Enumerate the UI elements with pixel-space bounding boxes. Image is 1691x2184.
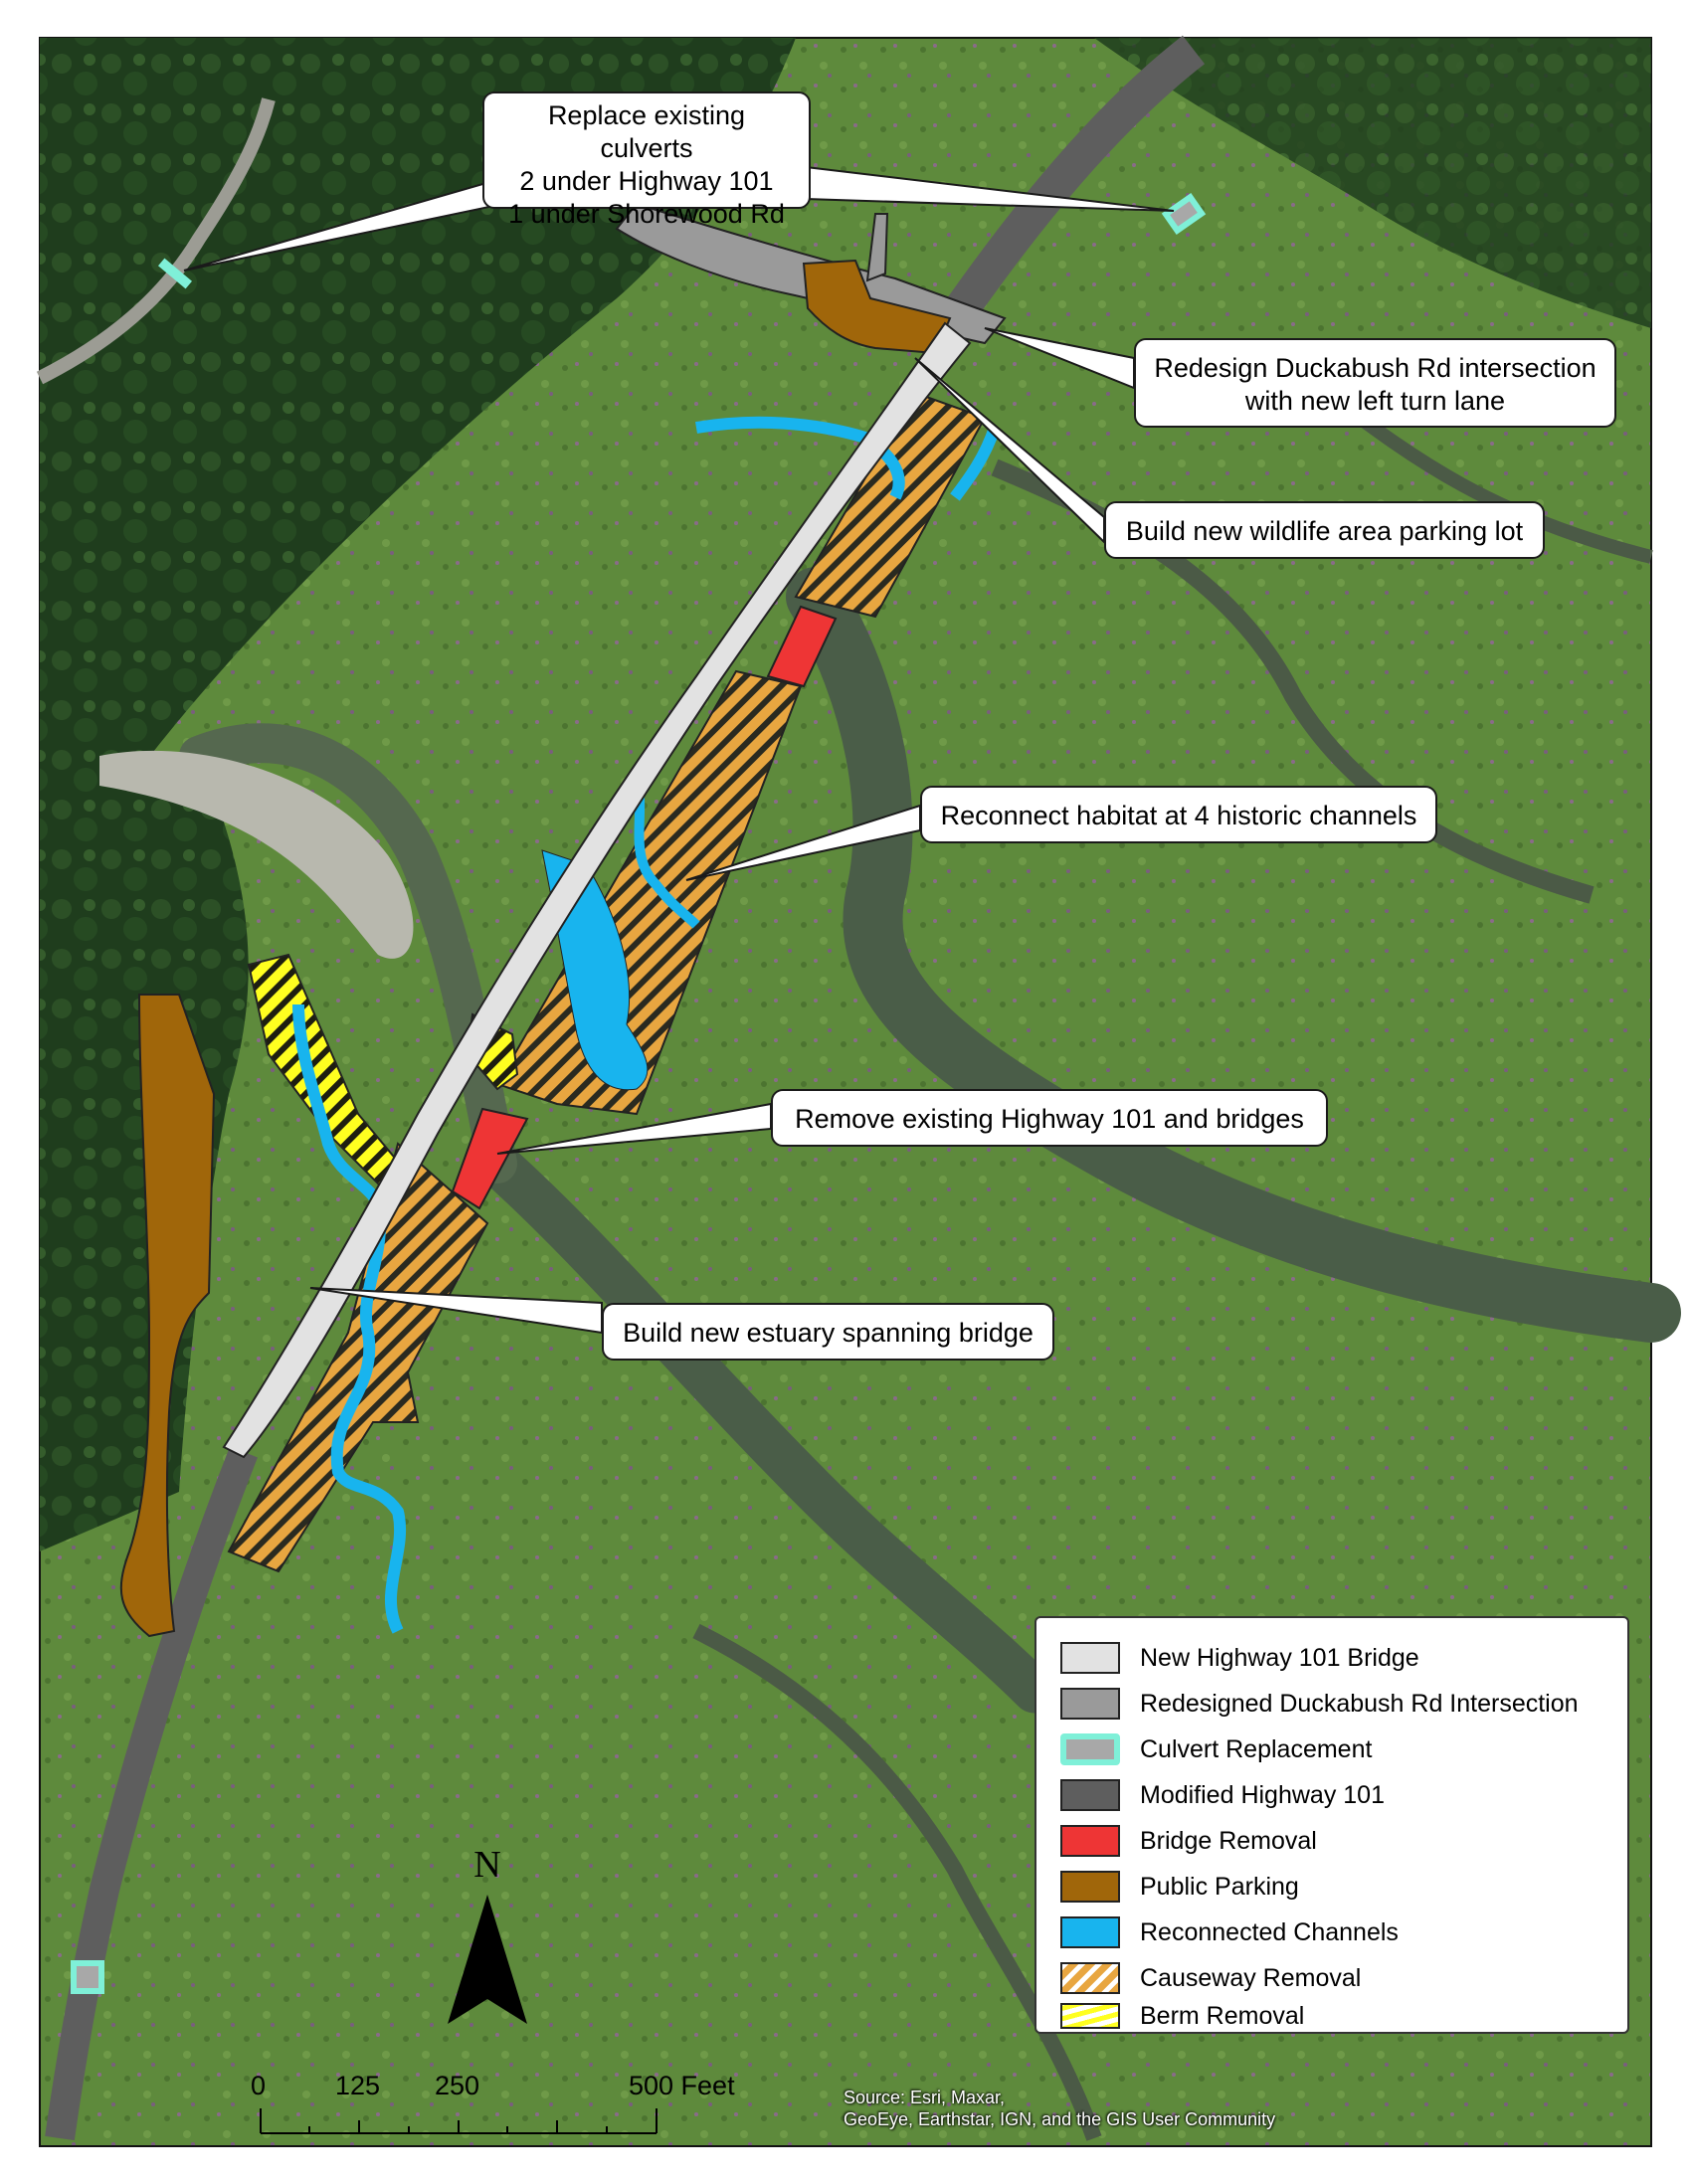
- tidal-channel-south: [692, 1623, 1102, 2141]
- parking-lot-north: [802, 259, 952, 355]
- modified-highway-101-north: [940, 35, 1206, 329]
- legend-label-bridge-removal: Bridge Removal: [1140, 1826, 1317, 1855]
- source-line-2: GeoEye, Earthstar, IGN, and the GIS User…: [844, 2109, 1276, 2129]
- reconnected-channel-south: [292, 1003, 407, 1634]
- scale-label-0: 0: [251, 2071, 267, 2100]
- legend-item-culvert: Culvert Replacement: [1060, 1729, 1372, 1769]
- forest-area-north: [40, 38, 796, 816]
- legend-label-causeway-removal: Causeway Removal: [1140, 1963, 1362, 1992]
- source-attribution: Source: Esri, Maxar, GeoEye, Earthstar, …: [844, 2087, 1401, 2130]
- legend-label-public-parking: Public Parking: [1140, 1872, 1299, 1901]
- legend-item-modified-highway: Modified Highway 101: [1060, 1775, 1385, 1815]
- legend-swatch-bridge-removal: [1060, 1825, 1120, 1857]
- scale-label-125: 125: [335, 2071, 381, 2100]
- legend-swatch-berm-removal: [1060, 2003, 1120, 2029]
- legend-label-modified-highway: Modified Highway 101: [1140, 1780, 1385, 1809]
- legend-item-intersection: Redesigned Duckabush Rd Intersection: [1060, 1684, 1579, 1724]
- callout-culverts-line-2: 2 under Highway 101: [519, 166, 774, 196]
- legend-label-intersection: Redesigned Duckabush Rd Intersection: [1140, 1689, 1579, 1718]
- reconnected-channel-middle: [632, 774, 700, 929]
- legend-item-causeway-removal: Causeway Removal: [1060, 1958, 1361, 1998]
- north-arrow-label: N: [473, 1844, 500, 1886]
- new-highway-101-bridge: [222, 321, 972, 1459]
- bridge-removal-north: [766, 605, 838, 688]
- river-west-branch: [474, 1141, 1057, 1714]
- callout-habitat: Reconnect habitat at 4 historic channels: [920, 786, 1437, 843]
- legend-item-reconnected-channels: Reconnected Channels: [1060, 1912, 1399, 1952]
- shorewood-road: [36, 97, 276, 385]
- callout-new-bridge: Build new estuary spanning bridge: [602, 1303, 1054, 1361]
- source-line-1: Source: Esri, Maxar,: [844, 2088, 1006, 2107]
- callout-culverts-line-1: Replace existing culverts: [547, 100, 746, 163]
- north-arrow-icon: N: [448, 1844, 527, 2024]
- map-legend: New Highway 101 Bridge Redesigned Duckab…: [1034, 1616, 1629, 2034]
- river-main-channel: [786, 567, 1681, 1343]
- legend-label-culvert: Culvert Replacement: [1140, 1734, 1373, 1763]
- legend-swatch-reconnected-channels: [1060, 1916, 1120, 1948]
- culvert-marker-shorewood: [157, 258, 193, 289]
- gravel-bar: [99, 750, 414, 959]
- legend-swatch-modified-highway: [1060, 1779, 1120, 1811]
- culvert-marker-south: [71, 1960, 104, 1994]
- causeway-removal-north: [794, 391, 987, 619]
- callout-intersection-line-2: with new left turn lane: [1244, 386, 1506, 416]
- reconnected-channel-north: [695, 416, 1001, 501]
- forest-area-northeast: [1094, 38, 1651, 328]
- parking-lot-west: [119, 994, 216, 1638]
- legend-item-berm-removal: Berm Removal: [1060, 1996, 1304, 2036]
- legend-label-reconnected-channels: Reconnected Channels: [1140, 1917, 1399, 1946]
- callout-leaders: [183, 165, 1175, 1335]
- legend-label-new-bridge: New Highway 101 Bridge: [1140, 1643, 1419, 1672]
- callout-parking-lot: Build new wildlife area parking lot: [1104, 501, 1545, 559]
- legend-item-bridge-removal: Bridge Removal: [1060, 1821, 1317, 1861]
- duckabush-rd-spur: [865, 213, 889, 282]
- scale-label-500-feet: 500 Feet: [629, 2071, 735, 2100]
- culvert-marker-north: [1161, 193, 1207, 235]
- legend-swatch-public-parking: [1060, 1871, 1120, 1903]
- legend-label-berm-removal: Berm Removal: [1140, 2001, 1305, 2030]
- modified-highway-101-south: [45, 1446, 258, 2141]
- callout-culverts-line-3: 1 under Shorewood Rd: [508, 199, 785, 229]
- legend-swatch-causeway-removal: [1060, 1962, 1120, 1994]
- callout-intersection: Redesign Duckabush Rd intersection with …: [1134, 338, 1616, 428]
- callout-intersection-line-1: Redesign Duckabush Rd intersection: [1154, 353, 1597, 383]
- legend-swatch-intersection: [1060, 1688, 1120, 1720]
- legend-item-public-parking: Public Parking: [1060, 1867, 1299, 1907]
- causeway-removal-south: [227, 1142, 489, 1573]
- scale-label-250: 250: [435, 2071, 480, 2100]
- callout-remove-highway: Remove existing Highway 101 and bridges: [771, 1089, 1328, 1147]
- callout-culverts: Replace existing culverts 2 under Highwa…: [482, 91, 811, 229]
- legend-swatch-new-bridge: [1060, 1642, 1120, 1674]
- bridge-removal-south: [451, 1107, 529, 1210]
- legend-item-new-bridge: New Highway 101 Bridge: [1060, 1638, 1419, 1678]
- legend-swatch-culvert: [1060, 1733, 1120, 1765]
- scale-bar: [260, 2108, 658, 2134]
